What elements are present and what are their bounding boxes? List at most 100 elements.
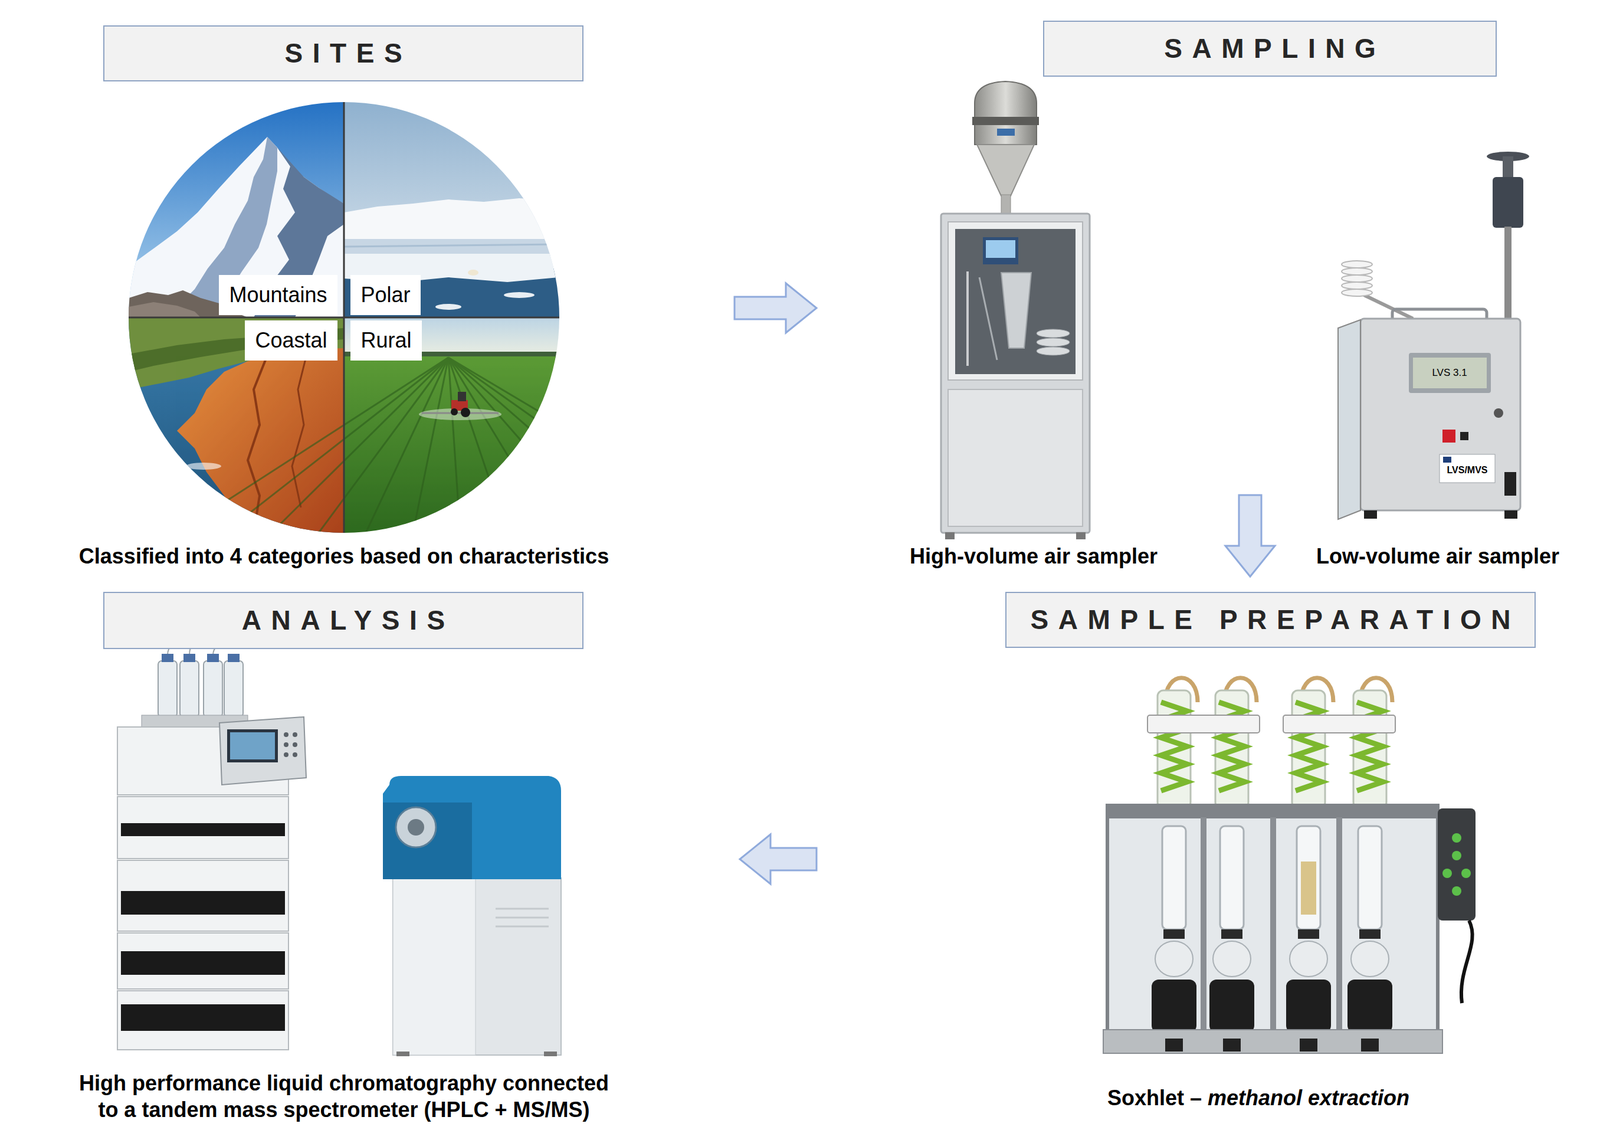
hplc-system-part xyxy=(283,732,298,757)
panel-caption: High performance liquid chromatography c… xyxy=(71,1069,617,1123)
high-volume-sampler-part xyxy=(948,389,1083,527)
mass-spectrometer-part xyxy=(407,818,425,836)
soxhlet-apparatus-part-part xyxy=(1451,886,1462,896)
hplc-system-part xyxy=(117,860,289,931)
low-volume-sampler-part xyxy=(1338,319,1361,520)
soxhlet-apparatus-part-part xyxy=(1451,850,1462,861)
block-arrow xyxy=(739,834,817,884)
soxhlet-apparatus-part xyxy=(1155,941,1389,977)
site-photo-circle xyxy=(128,102,744,533)
soxhlet-apparatus-part xyxy=(1107,805,1438,819)
mass-spectrometer-part-part xyxy=(495,907,549,910)
soxhlet-apparatus-part xyxy=(1163,929,1381,939)
mass-spectrometer xyxy=(382,775,562,1057)
soxhlet-apparatus-part-part xyxy=(1212,941,1251,977)
hplc-system-part-part xyxy=(283,732,289,737)
soxhlet-apparatus-part-part xyxy=(1270,817,1277,1042)
high-volume-sampler-part xyxy=(979,277,998,360)
hplc-system-part-part xyxy=(283,742,289,747)
panel-caption: methanol extraction xyxy=(1207,1085,1410,1111)
site-category-text: Rural xyxy=(360,328,412,353)
hplc-system-part xyxy=(117,990,289,1050)
low-volume-sampler-part xyxy=(1504,510,1518,519)
soxhlet-apparatus-part-part xyxy=(1361,1038,1379,1052)
hplc-system-part-part xyxy=(158,660,177,717)
site-category-label: Polar xyxy=(350,274,421,316)
coastal-photo-part xyxy=(292,353,307,508)
rural-photo-part-part xyxy=(448,357,461,533)
coastal-photo-part xyxy=(147,471,195,520)
hplc-system-part-part xyxy=(224,660,244,717)
soxhlet-apparatus-part xyxy=(1437,808,1476,921)
low-volume-sampler-part xyxy=(1504,471,1517,496)
coastal-photo-part xyxy=(133,514,177,533)
device-display-text: LVS 3.1 xyxy=(1430,366,1469,379)
hplc-system-part xyxy=(117,726,289,795)
stage-header: SAMPLE PREPARATION xyxy=(1005,591,1536,648)
low-volume-sampler-part xyxy=(1439,454,1495,483)
high-volume-sampler-part xyxy=(982,237,1019,265)
rural-photo-part-part xyxy=(448,357,555,533)
polar-photo-part xyxy=(343,244,560,247)
high-volume-sampler-part xyxy=(1036,338,1070,347)
polar-photo-part xyxy=(343,198,560,254)
site-category-text: Polar xyxy=(360,282,411,308)
low-volume-sampler-part xyxy=(1364,510,1377,519)
mountain-photo-part xyxy=(128,102,344,318)
high-volume-sampler-part xyxy=(985,240,1016,258)
mass-spectrometer-part-part xyxy=(495,925,549,928)
mass-spectrometer-part-part xyxy=(495,916,549,919)
soxhlet-apparatus-part-part xyxy=(1162,825,1186,930)
soxhlet-apparatus-part xyxy=(1147,715,1260,733)
high-volume-sampler-part xyxy=(1076,532,1086,540)
panel-caption: Soxhlet – xyxy=(1107,1085,1202,1111)
soxhlet-apparatus-part-part xyxy=(1209,979,1255,1033)
hplc-system-part xyxy=(161,653,240,662)
device-badge-text: LVS/MVS xyxy=(1444,464,1490,476)
rural-photo-part-part xyxy=(448,357,697,533)
rural-photo-part xyxy=(176,357,744,533)
soxhlet-apparatus-part-part xyxy=(1157,690,1191,809)
hplc-system-part-part xyxy=(292,742,298,747)
high-volume-sampler-part xyxy=(955,228,1076,375)
hplc-system-part-part xyxy=(283,752,289,757)
low-volume-sampler-part xyxy=(1502,156,1514,179)
stage-header: ANALYSIS xyxy=(103,591,584,649)
soxhlet-apparatus-part xyxy=(1107,805,1438,1042)
high-volume-sampler-part xyxy=(997,128,1015,136)
soxhlet-apparatus-part-part xyxy=(1221,929,1243,939)
rural-photo-part-part xyxy=(271,357,449,533)
soxhlet-apparatus-part-part xyxy=(1292,690,1326,809)
high-volume-sampler-part xyxy=(948,221,1083,380)
soxhlet-apparatus-part xyxy=(1200,817,1343,1042)
low-volume-sampler-part xyxy=(1493,408,1504,418)
mass-spectrometer-part xyxy=(382,802,472,880)
hplc-system-part-part xyxy=(183,653,196,662)
soxhlet-apparatus-part-part xyxy=(1353,690,1387,809)
site-category-label: Mountains xyxy=(218,274,338,316)
mountain-photo xyxy=(128,102,344,318)
high-volume-sampler-part xyxy=(974,81,1037,145)
stage-header: SITES xyxy=(103,25,584,82)
hplc-system-part xyxy=(117,796,289,859)
mountain-photo-part xyxy=(128,302,201,318)
soxhlet-apparatus-part xyxy=(1165,1038,1379,1052)
soxhlet-apparatus-part xyxy=(1151,979,1393,1033)
soxhlet-apparatus-part xyxy=(1157,690,1387,809)
site-category-label: Coastal xyxy=(244,320,338,361)
soxhlet-apparatus-part-part xyxy=(1151,979,1197,1033)
high-volume-sampler-part xyxy=(972,116,1039,126)
low-volume-sampler-part xyxy=(1412,357,1487,389)
soxhlet-apparatus-part-part xyxy=(1163,929,1185,939)
polar-photo-part xyxy=(503,292,535,298)
hplc-system-part-part xyxy=(207,653,219,662)
rural-photo-part xyxy=(460,407,471,418)
polar-photo-part xyxy=(435,303,462,310)
soxhlet-apparatus-part-part xyxy=(1351,941,1389,977)
hplc-system-part xyxy=(117,932,289,989)
low-volume-sampler xyxy=(1338,151,1530,520)
soxhlet-apparatus-part-part xyxy=(1358,825,1382,930)
mass-spectrometer-part xyxy=(392,877,562,1055)
low-volume-sampler-part xyxy=(1360,318,1521,511)
soxhlet-apparatus-part xyxy=(1461,920,1473,1003)
